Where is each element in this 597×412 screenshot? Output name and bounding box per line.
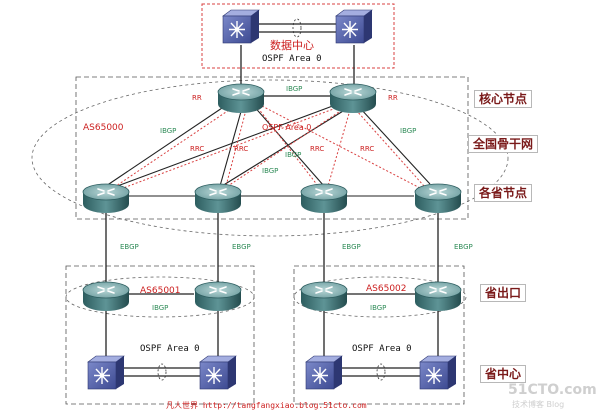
province-left-link xyxy=(124,363,200,381)
province-left-area-label: OSPF Area 0 xyxy=(140,344,200,354)
ibgp-label-3: IBGP xyxy=(285,151,302,159)
center-switch-1 xyxy=(87,355,125,390)
province-left-as-label: AS65001 xyxy=(140,286,181,296)
province-right-ellipse xyxy=(293,276,467,318)
datacenter-label: 数据中心 xyxy=(270,39,314,52)
ibgp-label-1: IBGP xyxy=(160,127,177,135)
rrc-links xyxy=(115,105,425,191)
side-label-core: 核心节点 xyxy=(474,90,533,108)
exit-router-4 xyxy=(414,281,462,312)
province-right-ibgp-label: IBGP xyxy=(370,304,387,312)
province-node-router-1 xyxy=(82,183,130,214)
core-ibgp-label: IBGP xyxy=(286,85,303,93)
rrc-label-4: RRC xyxy=(360,145,375,153)
ebgp-label-3: EBGP xyxy=(342,243,361,251)
footer-credit: 凡人世界 http://tangfangxiao.blog.51cto.com xyxy=(166,401,367,410)
watermark-logo: 51CTO.com xyxy=(508,382,597,398)
backbone-area-label: OSPF Area 0 xyxy=(262,123,312,132)
center-switch-3 xyxy=(305,355,343,390)
side-label-province-nodes: 各省节点 xyxy=(474,184,533,202)
watermark-sub: 技术博客 Blog xyxy=(512,400,565,409)
backbone-links xyxy=(105,103,431,197)
core-router-left xyxy=(217,83,265,114)
ebgp-label-2: EBGP xyxy=(232,243,251,251)
datacenter-link xyxy=(256,18,338,38)
datacenter-switch-right xyxy=(335,9,373,44)
ibgp-label-4: IBGP xyxy=(262,167,279,175)
rr-label-left: RR xyxy=(192,94,202,102)
ebgp-label-1: EBGP xyxy=(120,243,139,251)
province-right-box xyxy=(293,265,465,405)
backbone-box xyxy=(75,76,469,220)
side-label-national: 全国骨干网 xyxy=(468,135,539,153)
ebgp-label-4: EBGP xyxy=(454,243,473,251)
center-switch-4 xyxy=(419,355,457,390)
province-right-area-label: OSPF Area 0 xyxy=(352,344,412,354)
datacenter-switch-left xyxy=(222,9,260,44)
rr-label-right: RR xyxy=(388,94,398,102)
backbone-as-label: AS65000 xyxy=(83,123,124,133)
province-left-ellipse xyxy=(65,276,255,318)
datacenter-area-label: OSPF Area 0 xyxy=(262,54,322,64)
center-switch-2 xyxy=(199,355,237,390)
ibgp-label-2: IBGP xyxy=(400,127,417,135)
core-router-right xyxy=(329,83,377,114)
province-right-link xyxy=(342,363,420,381)
side-label-center: 省中心 xyxy=(480,365,527,383)
exit-router-2 xyxy=(194,281,242,312)
backbone-ellipse xyxy=(31,79,509,237)
province-node-router-2 xyxy=(194,183,242,214)
province-left-ibgp-label: IBGP xyxy=(152,304,169,312)
exit-router-1 xyxy=(82,281,130,312)
datacenter-box xyxy=(201,3,395,69)
side-label-exit: 省出口 xyxy=(480,284,527,302)
rrc-label-3: RRC xyxy=(310,145,325,153)
exit-router-3 xyxy=(300,281,348,312)
province-node-router-3 xyxy=(300,183,348,214)
rrc-label-1: RRC xyxy=(190,145,205,153)
ebgp-links xyxy=(105,208,439,282)
province-right-as-label: AS65002 xyxy=(366,284,407,294)
province-left-box xyxy=(65,265,255,405)
province-node-router-4 xyxy=(414,183,462,214)
rrc-label-2: RRC xyxy=(234,145,249,153)
